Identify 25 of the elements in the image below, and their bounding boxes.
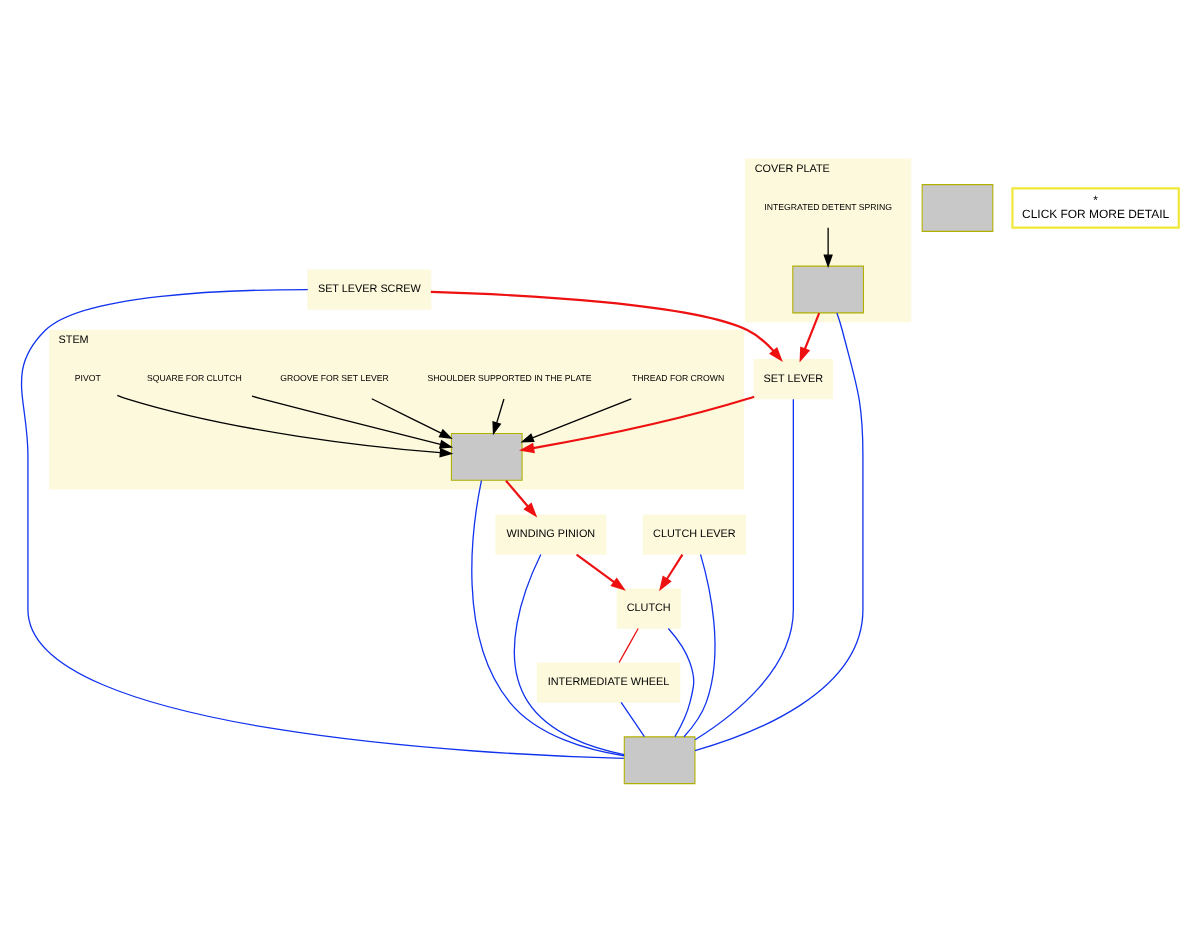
arrow [520, 397, 632, 442]
arrow [575, 552, 626, 590]
node-box [623, 735, 696, 784]
arrow [823, 226, 833, 268]
node-box [792, 264, 864, 313]
node-box [921, 183, 994, 231]
arrow [492, 397, 505, 435]
arrow [659, 553, 684, 591]
connector [620, 700, 646, 737]
connector [618, 626, 639, 663]
connector [513, 552, 625, 755]
connector [471, 478, 625, 756]
arrow [251, 394, 454, 448]
connector [694, 311, 864, 751]
node-box [450, 432, 523, 480]
connector [694, 397, 794, 740]
arrow [371, 397, 453, 438]
connector [667, 626, 695, 737]
connector [20, 287, 625, 759]
arrow [116, 393, 454, 457]
arrow [430, 289, 783, 362]
connector [683, 552, 716, 737]
arrow [519, 394, 755, 453]
arrow [505, 479, 538, 517]
arrow [799, 311, 821, 362]
